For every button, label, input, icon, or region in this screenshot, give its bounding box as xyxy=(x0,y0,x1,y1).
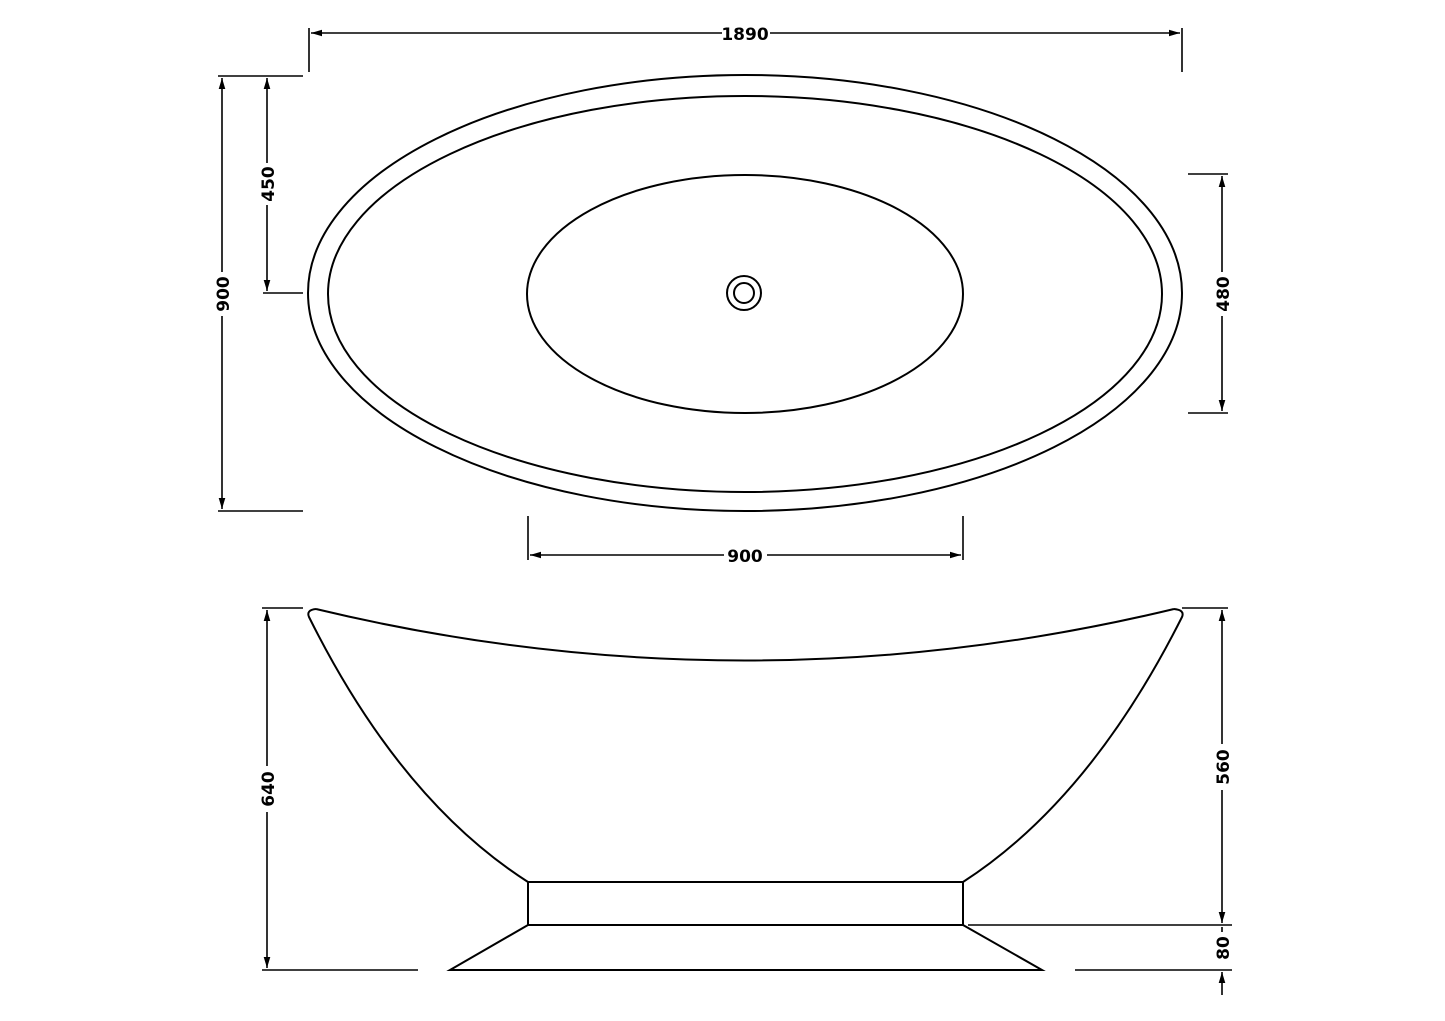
left-side-curve xyxy=(307,608,529,883)
base-block xyxy=(527,881,964,926)
top-view xyxy=(307,74,1183,512)
dimension-basin-width: 480 xyxy=(1188,173,1234,414)
label-480: 480 xyxy=(1214,276,1234,312)
label-1890: 1890 xyxy=(721,25,768,45)
label-900-length: 900 xyxy=(727,547,763,567)
drain-icon xyxy=(726,275,762,311)
outer-rim xyxy=(307,74,1183,512)
plinth xyxy=(446,924,1046,971)
dimension-overall-length: 1890 xyxy=(308,25,1183,72)
dimension-overall-width: 900 450 xyxy=(214,75,303,512)
dimension-body-height: 560 xyxy=(968,607,1234,926)
side-view xyxy=(307,608,1184,971)
dimension-basin-length: 900 xyxy=(527,516,964,567)
label-560: 560 xyxy=(1214,749,1234,785)
inner-rim xyxy=(327,95,1163,493)
label-450: 450 xyxy=(259,166,279,202)
drain-inner xyxy=(733,282,755,304)
rim-top-curve xyxy=(315,608,1175,662)
dimension-plinth-height: 80 xyxy=(1075,927,1234,995)
label-640: 640 xyxy=(259,771,279,807)
basin xyxy=(526,174,964,414)
label-900-width: 900 xyxy=(214,276,234,312)
label-80: 80 xyxy=(1214,936,1234,960)
right-side-curve xyxy=(962,608,1184,883)
dimension-overall-height: 640 xyxy=(259,607,418,971)
